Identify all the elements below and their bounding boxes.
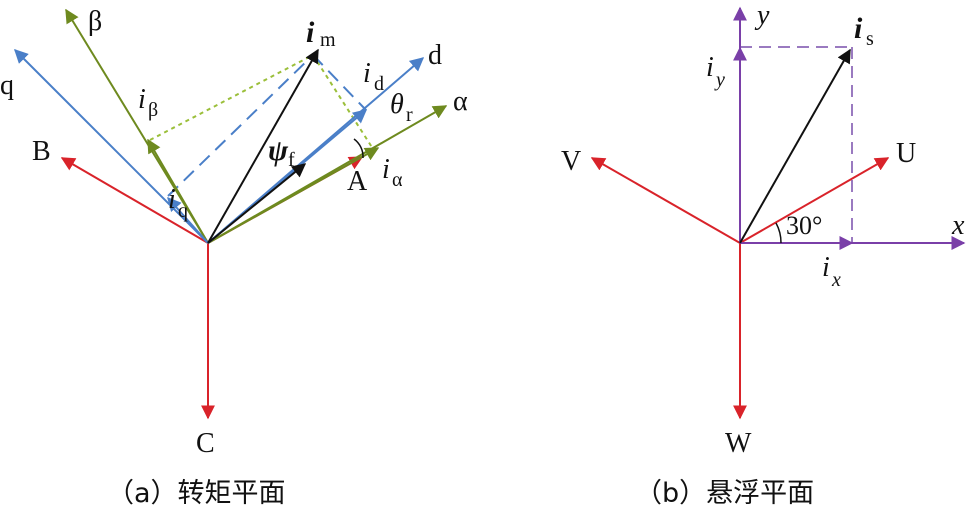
caption-a: （a）转矩平面 — [107, 478, 286, 509]
label-C: C — [196, 428, 215, 459]
label-ibeta-sub: β — [148, 99, 158, 121]
label-y: y — [754, 0, 770, 31]
theta-arc — [353, 138, 364, 159]
label-d: d — [428, 40, 442, 71]
label-theta: θ — [390, 89, 404, 120]
label-angle: 30° — [786, 211, 822, 240]
ibeta-projection-line — [149, 54, 314, 141]
label-U: U — [896, 138, 916, 169]
label-psi: ψ — [268, 134, 289, 167]
label-A: A — [347, 166, 368, 197]
label-ialpha-sub: α — [392, 169, 403, 191]
label-q: q — [0, 70, 14, 101]
label-iy-sub: y — [714, 69, 725, 91]
panel-a: q β B i m d i d θ r α i β ψ f A i α i q … — [0, 6, 468, 509]
label-V: V — [561, 146, 581, 177]
id-projection-line — [312, 54, 367, 111]
label-id-sub: d — [374, 73, 384, 95]
label-theta-sub: r — [406, 104, 413, 126]
is-vector — [739, 48, 851, 244]
label-im-sub: m — [320, 29, 336, 51]
panel-b: y i s i y V U 30° x i x W （b）悬浮平面 — [561, 0, 966, 509]
label-im: i — [306, 16, 315, 49]
caption-b: （b）悬浮平面 — [635, 478, 814, 509]
label-W: W — [725, 428, 752, 459]
ialpha-arrow — [207, 147, 380, 244]
iq-projection-line — [167, 54, 314, 197]
label-ix: i — [822, 252, 830, 283]
label-iq: i — [168, 184, 176, 215]
ibeta-arrow — [147, 138, 209, 244]
label-iq-sub: q — [178, 200, 188, 222]
label-x: x — [951, 210, 965, 241]
label-psi-sub: f — [288, 149, 295, 171]
label-ialpha: i — [382, 154, 390, 185]
im-vector — [207, 48, 319, 244]
label-ix-sub: x — [831, 269, 841, 291]
ialpha-projection-line — [312, 54, 376, 153]
label-B: B — [32, 136, 51, 167]
label-alpha: α — [453, 86, 468, 117]
iq-arrow — [167, 196, 209, 244]
label-iy: i — [706, 52, 714, 83]
label-id: i — [363, 58, 371, 89]
label-beta: β — [88, 6, 102, 37]
axis-V — [590, 157, 741, 244]
angle-arc — [775, 222, 782, 244]
psi-f-vector — [207, 163, 307, 244]
axis-B — [60, 157, 209, 244]
label-is-sub: s — [866, 28, 874, 50]
label-ibeta: i — [138, 84, 146, 115]
axis-U — [739, 157, 890, 244]
label-is: i — [854, 12, 863, 45]
